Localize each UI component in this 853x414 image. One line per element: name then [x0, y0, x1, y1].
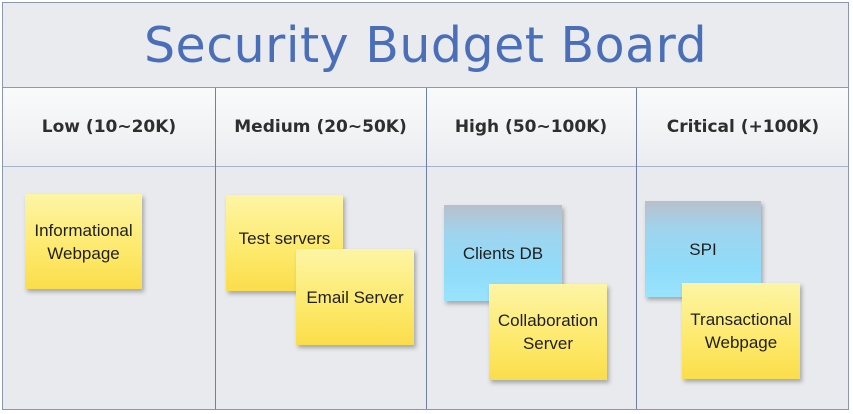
column-header-low: Low (10~20K): [41, 117, 177, 137]
sticky-note-text: Test servers: [238, 228, 331, 248]
sticky-note-collaboration-server[interactable]: Collaboration Server: [489, 284, 607, 380]
sticky-note-informational-webpage[interactable]: Informational Webpage: [25, 194, 142, 289]
sticky-note-text: SPI: [689, 239, 717, 259]
security-budget-board: Security Budget Board Low (10~20K) Mediu…: [2, 2, 849, 410]
column-header-row: Low (10~20K) Medium (20~50K) High (50~10…: [3, 88, 848, 167]
column-header-medium: Medium (20~50K): [234, 117, 407, 137]
sticky-note-text: Email Server: [306, 287, 404, 307]
column-header-high: High (50~100K): [454, 117, 608, 137]
title-bar: Security Budget Board: [3, 3, 848, 88]
sticky-note-spi[interactable]: SPI: [645, 201, 761, 297]
sticky-note-text: Informational Webpage: [34, 220, 133, 263]
sticky-note-text: Transactional Webpage: [690, 310, 792, 352]
sticky-note-email-server[interactable]: Email Server: [296, 249, 414, 345]
board-title: Security Budget Board: [143, 16, 708, 74]
sticky-note-transactional-webpage[interactable]: Transactional Webpage: [682, 283, 800, 379]
column-divider: [215, 88, 216, 409]
column-header-critical: Critical (+100K): [666, 117, 820, 137]
column-divider: [636, 88, 637, 409]
sticky-note-text: Clients DB: [462, 243, 544, 263]
sticky-note-text: Collaboration Server: [497, 311, 599, 353]
column-divider: [426, 88, 427, 409]
